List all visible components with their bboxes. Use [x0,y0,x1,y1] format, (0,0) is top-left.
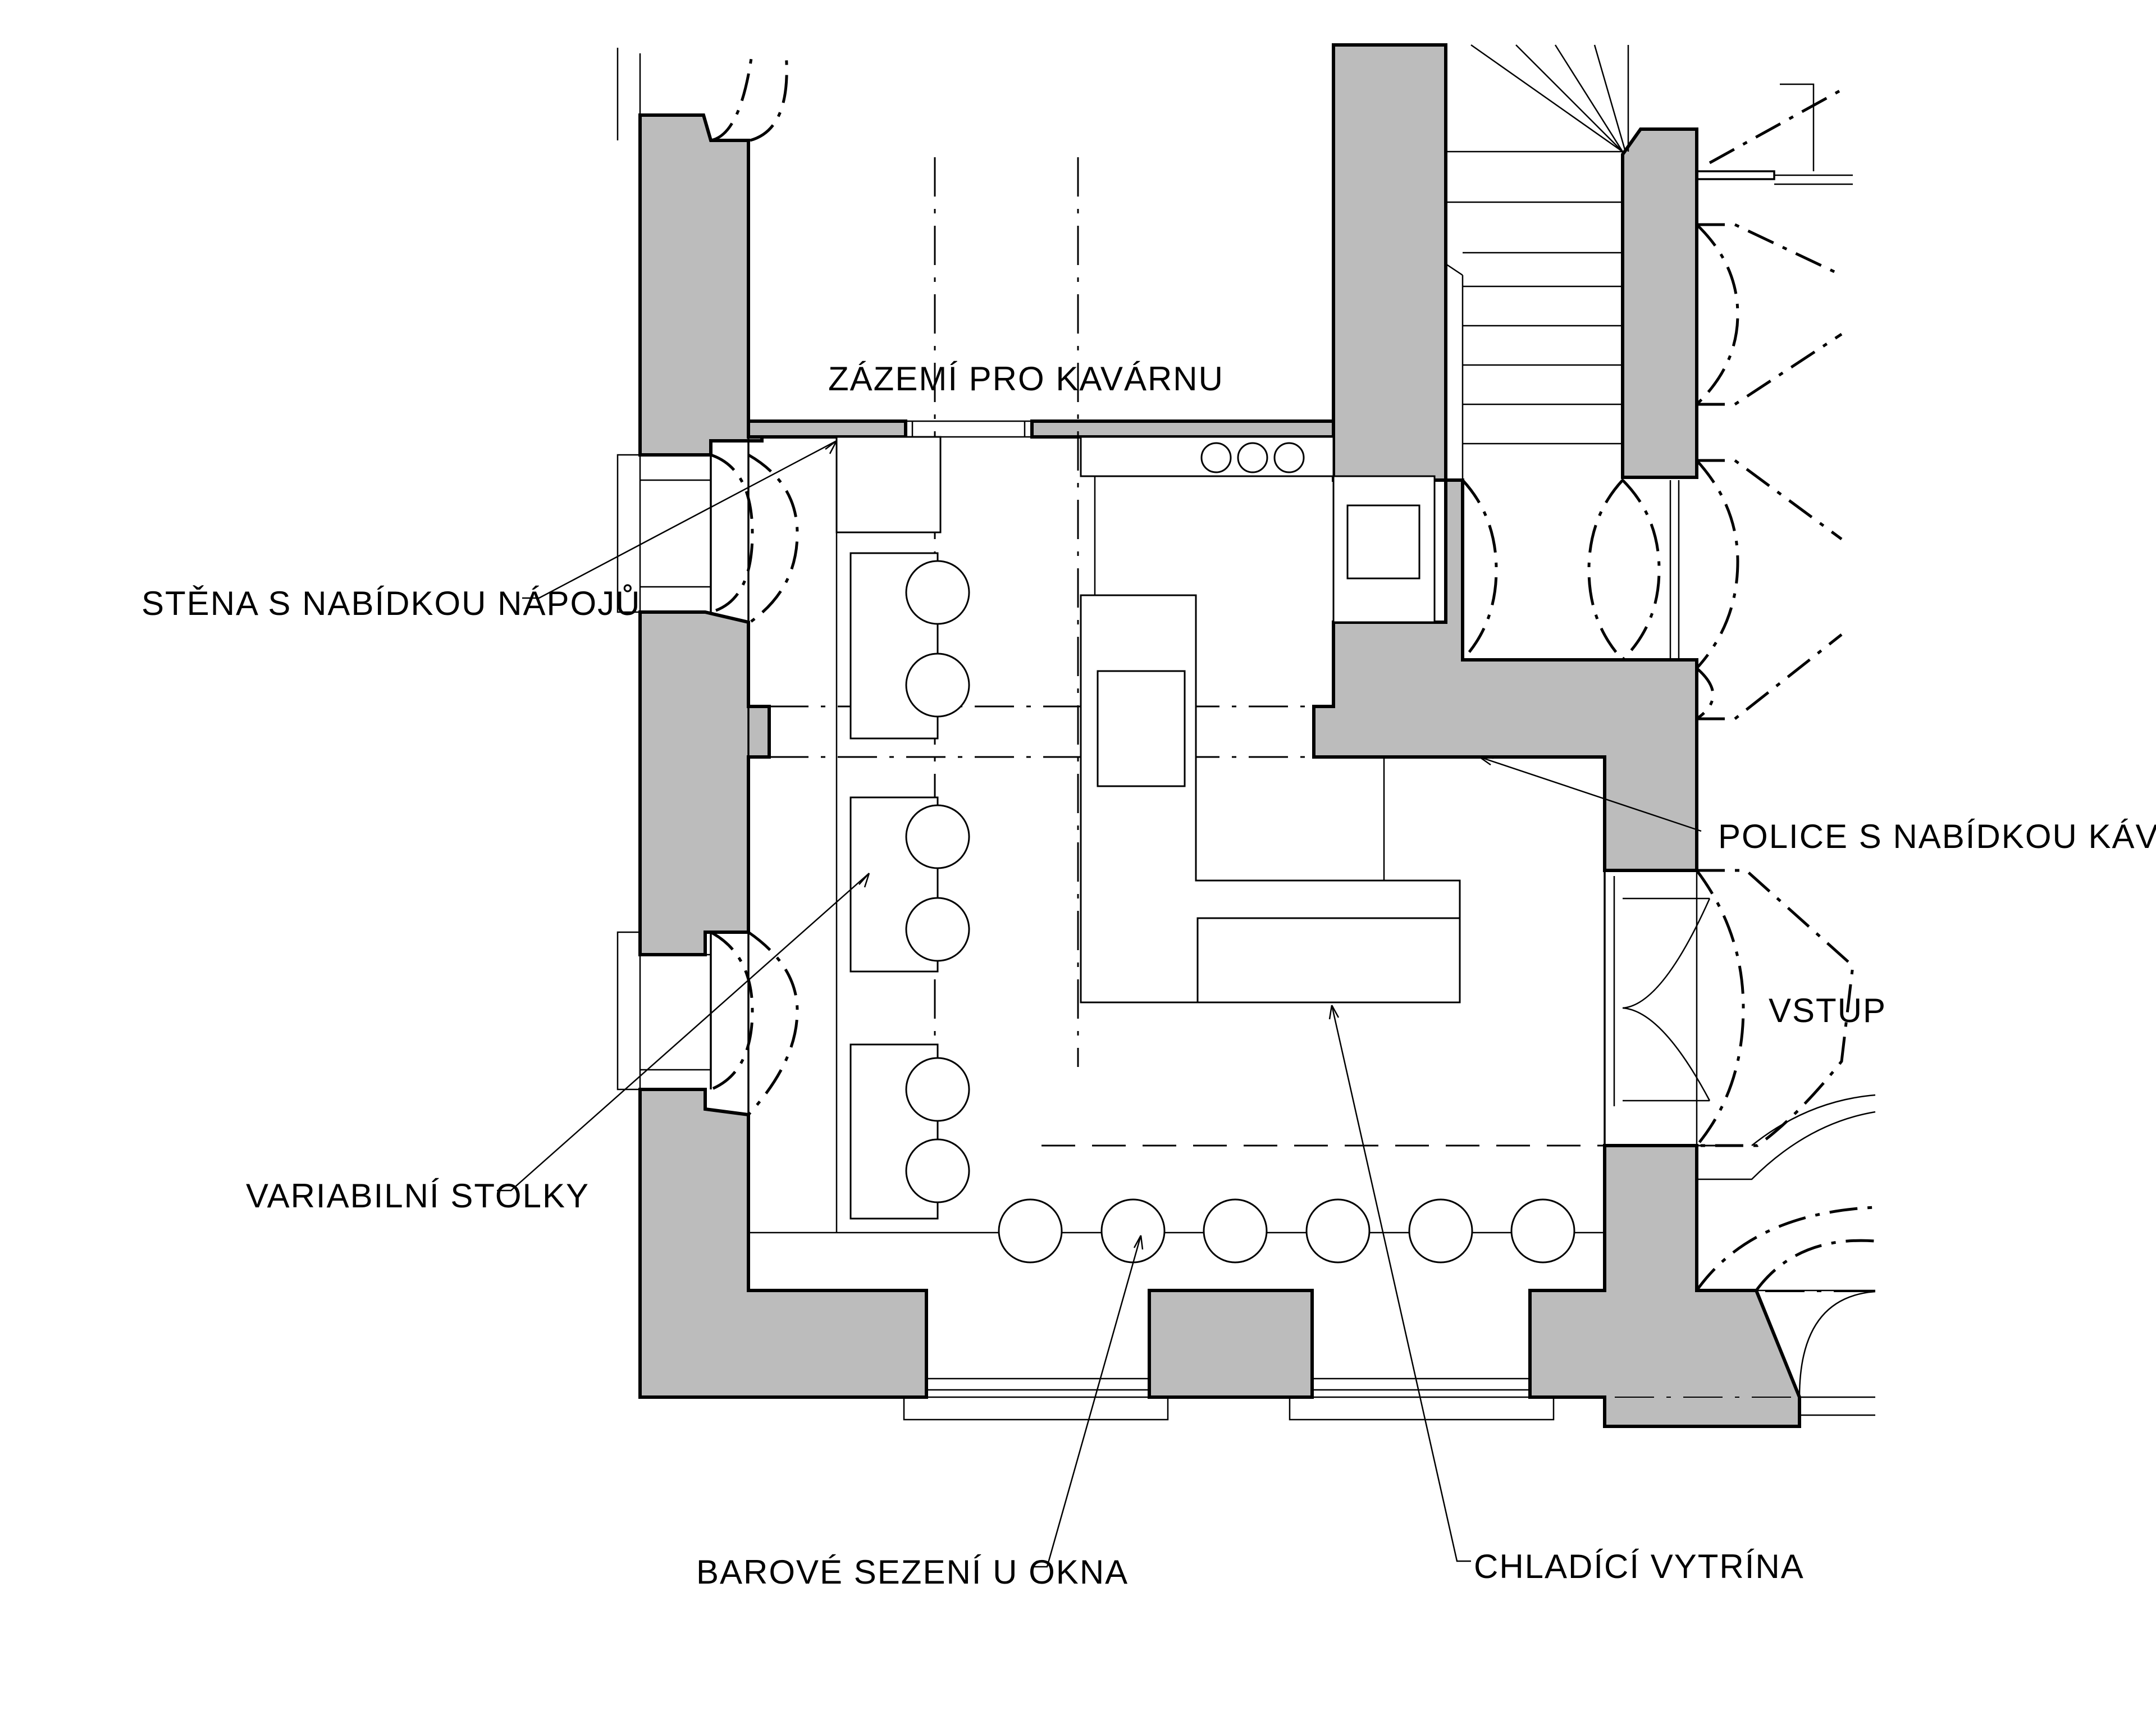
chair [905,653,970,718]
drinks-wall-unit [835,436,942,533]
openings [616,48,1876,1421]
chair [905,1057,970,1122]
chair [905,897,970,962]
entrance-frame [1604,869,1698,1147]
bar-stool [1203,1198,1268,1264]
label-entrance: VSTUP [1769,992,1886,1029]
bar-stool [1510,1198,1575,1264]
chair [905,1138,970,1203]
bar-stool [1305,1198,1371,1264]
wall-left-upper [638,113,764,457]
display-case [1196,917,1461,1004]
label-tables: VARIABILNÍ STOLKY [246,1177,590,1215]
wall-south-pier [1148,1289,1314,1399]
wall-north-left [747,419,907,439]
label-backroom: ZÁZEMÍ PRO KAVÁRNU [828,360,1224,398]
wall-left-middle [638,610,771,956]
label-coffee-shelf: POLICE S NABÍDKOU KÁV [1718,818,2156,855]
labels: ZÁZEMÍ PRO KAVÁRNU STĚNA S NABÍDKOU NÁPO… [141,360,2156,1591]
interior [747,420,1606,1290]
backroom-outline [747,45,1335,421]
bar-stool [1408,1198,1473,1264]
wall-southeast [1528,1144,1801,1428]
wall-northeast [1332,43,1447,482]
wall-stair-column [1621,127,1698,479]
leader-lines [497,440,1702,1568]
bar-stool [998,1198,1063,1264]
label-display-case: CHLADÍCÍ VYTRÍNA [1474,1548,1805,1585]
label-bar-seating: BAROVÉ SEZENÍ U OKNA [696,1553,1129,1591]
chair [905,560,970,625]
espresso-machine [1097,670,1186,787]
sink [1346,504,1420,580]
staircase [1445,44,1853,480]
bar-stool [1100,1198,1166,1264]
railing [1696,170,1775,180]
chair [905,804,970,869]
label-drinks-wall: STĚNA S NABÍDKOU NÁPOJŮ [141,585,641,622]
